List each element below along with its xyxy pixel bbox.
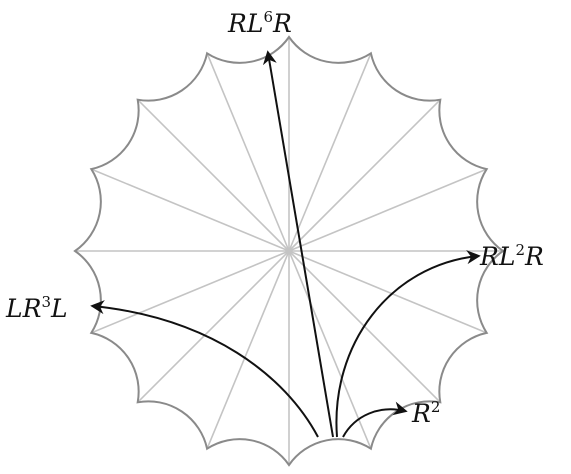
spoke-10 — [288, 99, 441, 252]
spoke-6 — [137, 99, 290, 252]
arrow-left — [90, 300, 319, 438]
arrow-bottom — [342, 401, 408, 438]
spoke-1 — [206, 250, 290, 450]
polygon-boundary — [73, 35, 505, 467]
spoke-11 — [288, 168, 488, 252]
label-top: RL6R — [228, 8, 292, 38]
spoke-15 — [288, 250, 372, 450]
arrows — [90, 50, 481, 438]
label-left: LR3L — [6, 293, 68, 323]
spoke-13 — [288, 250, 488, 334]
spoke-5 — [90, 168, 290, 252]
spoke-7 — [206, 52, 290, 252]
label-bottom: R2 — [412, 398, 441, 428]
spoke-2 — [137, 250, 290, 403]
label-right: RL2R — [480, 241, 544, 271]
arrow-right — [335, 250, 481, 438]
spoke-3 — [90, 250, 290, 334]
arrow-top — [262, 50, 334, 438]
spoke-9 — [288, 52, 372, 252]
